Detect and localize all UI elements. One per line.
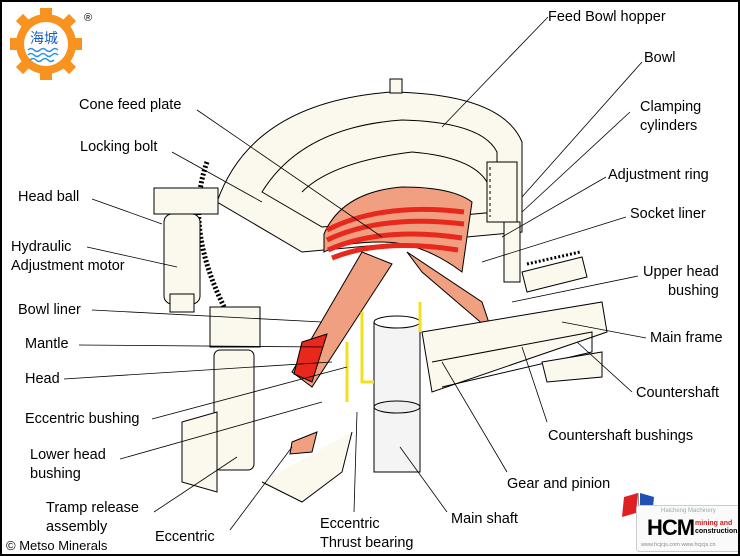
leader-clamping-cylinders <box>521 111 631 213</box>
hcm-name: HCM <box>647 515 695 540</box>
label-main-frame: Main frame <box>650 330 723 346</box>
leader-bowl-liner <box>91 309 323 323</box>
hcm-line2: construction <box>695 528 738 535</box>
label-eccentric-bushing: Eccentric bushing <box>25 411 140 427</box>
hcm-urls: www.hcjcjs.com www.hcjcjs.cn <box>641 542 716 548</box>
adjustment-gear-ring <box>196 161 235 324</box>
leader-feed-bowl-hopper <box>441 16 549 128</box>
leader-bowl <box>521 61 643 198</box>
label-countershaft: Countershaft <box>636 385 720 401</box>
copyright-text: © Metso Minerals <box>6 538 108 553</box>
leader-lines <box>63 16 647 531</box>
label-cone-feed-plate: Cone feed plate <box>79 97 182 113</box>
main-frame-countershaft-shape <box>421 250 608 393</box>
label-socket-liner: Socket liner <box>630 206 706 222</box>
leader-socket-liner <box>481 216 627 263</box>
leader-cone-feed-plate <box>196 109 383 238</box>
label-eccentric: Eccentric <box>155 529 215 545</box>
hcm-line1: mining and <box>695 520 733 527</box>
logo-text: 海城 <box>30 31 58 47</box>
label-main-shaft: Main shaft <box>451 511 518 527</box>
leader-hydraulic-motor <box>86 246 178 268</box>
leader-main-shaft <box>399 446 448 513</box>
leader-lower-head-bushing <box>119 401 323 460</box>
hcm-badge: Haicheng Machinery HCM mining and constr… <box>636 505 738 552</box>
label-bowl: Bowl <box>644 50 676 66</box>
leader-eccentric <box>229 446 293 531</box>
tramp-release-shape <box>181 306 353 503</box>
bowl-liner-shape <box>323 186 473 273</box>
label-eccentric-thrust-bearing: Eccentric Thrust bearing <box>320 516 414 551</box>
leader-gear-and-pinion <box>441 361 508 473</box>
label-tramp-release-assembly: Tramp release assembly <box>46 500 139 535</box>
main-shaft-shape <box>373 315 421 473</box>
leader-mantle <box>78 344 323 348</box>
leader-adjustment-ring <box>501 176 607 238</box>
label-gear-and-pinion: Gear and pinion <box>507 476 611 492</box>
leader-countershaft <box>576 341 633 393</box>
haicheng-logo <box>10 8 82 80</box>
leader-head <box>63 361 333 380</box>
label-feed-bowl-hopper: Feed Bowl hopper <box>548 9 666 25</box>
registered-mark: ® <box>84 12 93 24</box>
label-upper-head-bushing: Upper head bushing <box>643 264 719 299</box>
label-countershaft-bushings: Countershaft bushings <box>548 428 694 444</box>
label-clamping-cylinders: Clamping cylinders <box>640 99 702 134</box>
hcm-subtitle: Haicheng Machinery <box>661 508 716 514</box>
leader-tramp-release <box>153 456 238 513</box>
leader-head-ball <box>91 198 163 225</box>
leader-locking-bolt <box>171 151 263 203</box>
label-locking-bolt: Locking bolt <box>80 139 158 155</box>
hydraulic-motor-shape <box>153 187 219 313</box>
mantle-head-shape <box>289 251 494 455</box>
clamping-cylinder-shape <box>486 161 521 283</box>
leader-eccentric-bushing <box>151 366 348 420</box>
label-head-ball: Head ball <box>18 189 80 205</box>
label-head: Head <box>25 371 60 387</box>
leader-main-frame <box>561 321 647 339</box>
leader-eccentric-thrust-bearing <box>353 411 358 513</box>
label-mantle: Mantle <box>25 336 69 352</box>
leader-countershaft-bushings <box>521 346 548 423</box>
label-hydraulic-adjustment-motor: Hydraulic Adjustment motor <box>11 239 125 274</box>
label-adjustment-ring: Adjustment ring <box>608 167 709 183</box>
leader-upper-head-bushing <box>511 275 639 303</box>
label-lower-head-bushing: Lower head bushing <box>30 447 106 482</box>
label-bowl-liner: Bowl liner <box>18 302 81 318</box>
